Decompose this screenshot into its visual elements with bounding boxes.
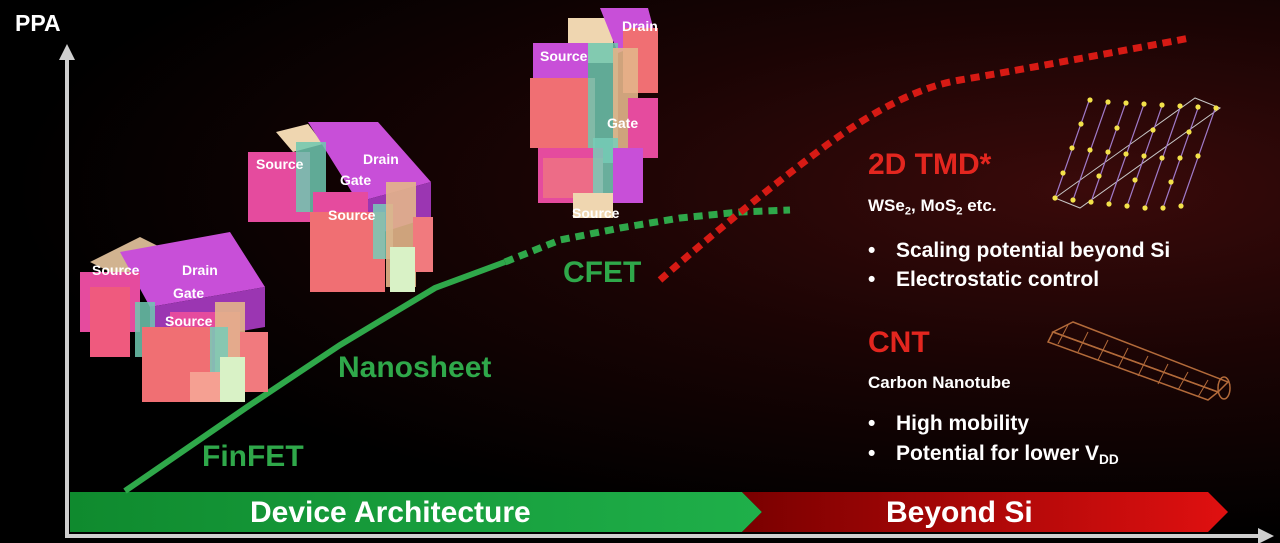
cnt-subtitle: Carbon Nanotube (868, 373, 1011, 392)
tmd-subtitle-sub2: 2 (956, 205, 963, 218)
finfet-source-label: Source (92, 262, 140, 278)
x-axis-arrow-icon (1258, 528, 1274, 543)
tmd-subtitle-part2: , MoS (911, 196, 957, 215)
tmd-subtitle: WSe2, MoS2 etc. (868, 196, 997, 217)
tmd-bullet-2-text: Electrostatic control (896, 268, 1100, 291)
tmd-bullet-1-text: Scaling potential beyond Si (896, 239, 1171, 262)
cfet-source2-label: Source (572, 205, 620, 221)
finfet-gate-label: Gate (173, 285, 205, 301)
y-axis-label: PPA (15, 10, 61, 36)
nanosheet-label: Nanosheet (338, 351, 492, 384)
tmd-lattice-illustration (1052, 97, 1222, 211)
bullet-dot-icon: • (868, 442, 876, 465)
cfet-source-label: Source (540, 48, 588, 64)
cnt-tube-illustration (1046, 321, 1231, 401)
beyond-si-trend-dotted (657, 34, 1191, 283)
cnt-bullet-2-text-part1: Potential for lower V (896, 442, 1100, 465)
cnt-bullet-2-text-sub: DD (1099, 452, 1119, 468)
cfet-drain-label: Drain (622, 18, 658, 34)
silicon-trend-dotted (503, 206, 791, 266)
silicon-trend-line (123, 259, 507, 494)
y-axis-arrow-icon (59, 44, 75, 60)
cnt-title: CNT (868, 326, 930, 359)
nanosheet-drain-label: Drain (363, 151, 399, 167)
tmd-subtitle-part3: etc. (962, 196, 997, 215)
axes (59, 44, 1274, 543)
finfet-device-illustration (80, 232, 268, 402)
nanosheet-gate-label: Gate (340, 172, 372, 188)
nanosheet-source2-label: Source (328, 207, 376, 223)
tmd-subtitle-sub1: 2 (904, 205, 911, 218)
finfet-source2-label: Source (165, 313, 213, 329)
bullet-dot-icon: • (868, 412, 876, 435)
cfet-device-illustration (530, 8, 658, 218)
tmd-bullet-2: • Electrostatic control (868, 268, 1099, 292)
bullet-dot-icon: • (868, 268, 876, 291)
cnt-bullet-1-text: High mobility (896, 412, 1029, 435)
cfet-gate-label: Gate (607, 115, 639, 131)
device-architecture-label: Device Architecture (250, 496, 531, 529)
nanosheet-source-label: Source (256, 156, 304, 172)
tmd-bullet-1: • Scaling potential beyond Si (868, 239, 1170, 263)
device-architecture-bar (70, 492, 762, 532)
nanosheet-device-illustration (248, 122, 433, 292)
tmd-subtitle-part1: WSe (868, 196, 905, 215)
cfet-label: CFET (563, 256, 642, 289)
beyond-si-label: Beyond Si (886, 496, 1033, 529)
cnt-bullet-2: • Potential for lower VDD (868, 442, 1119, 467)
finfet-label: FinFET (202, 440, 304, 473)
bullet-dot-icon: • (868, 239, 876, 262)
tmd-title: 2D TMD* (868, 148, 992, 181)
beyond-si-bar (742, 492, 1228, 532)
cnt-bullet-1: • High mobility (868, 412, 1029, 436)
finfet-drain-label: Drain (182, 262, 218, 278)
